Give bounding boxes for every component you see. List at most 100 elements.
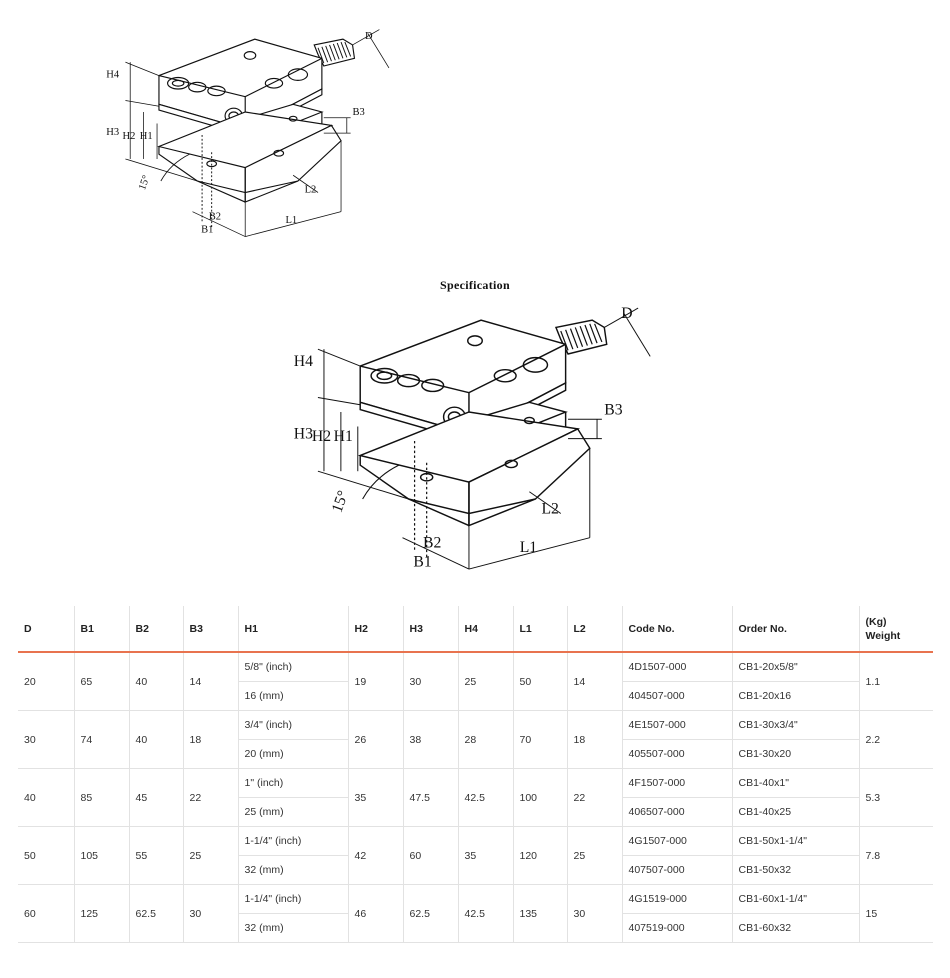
cell-h2: 26: [348, 710, 404, 769]
dim-label-b3: B3: [604, 401, 622, 418]
cell-b2: 40: [129, 652, 184, 711]
cell-h2: 46: [348, 884, 404, 943]
header-h2: H2: [348, 606, 404, 653]
header-l1: L1: [513, 606, 568, 653]
cell-d: 40: [18, 768, 75, 827]
cell-code-inch: 4G1519-000: [622, 884, 733, 914]
cell-h2: 42: [348, 826, 404, 885]
dim-label-l1: L1: [520, 539, 537, 556]
specification-table: D B1 B2 B3 H1 H2 H3 H4 L1 L2 Code No. Or…: [18, 606, 933, 943]
cell-code-mm: 404507-000: [622, 681, 733, 711]
cell-l1: 50: [513, 652, 568, 711]
cell-d: 20: [18, 652, 75, 711]
cell-h4: 25: [458, 652, 514, 711]
cell-h1-mm: 25 (mm): [238, 797, 349, 827]
dim-label-h1: H1: [334, 428, 353, 445]
cell-d: 50: [18, 826, 75, 885]
cell-h2: 35: [348, 768, 404, 827]
cell-h1-inch: 1" (inch): [238, 768, 349, 798]
dim-label-b1: B1: [413, 554, 431, 571]
table-row: 40 85 45 22 1" (inch) 35 47.5 42.5 100 2…: [18, 768, 933, 827]
cell-h3: 60: [403, 826, 459, 885]
cell-b1: 74: [74, 710, 130, 769]
cell-b3: 14: [183, 652, 239, 711]
table-header-row: D B1 B2 B3 H1 H2 H3 H4 L1 L2 Code No. Or…: [18, 606, 933, 653]
cell-l2: 25: [567, 826, 623, 885]
cell-code-inch: 4F1507-000: [622, 768, 733, 798]
header-weight-label: Weight: [865, 629, 901, 642]
cell-b1: 125: [74, 884, 130, 943]
cell-b1: 65: [74, 652, 130, 711]
cell-b3: 25: [183, 826, 239, 885]
header-b3: B3: [183, 606, 239, 653]
cell-b3: 30: [183, 884, 239, 943]
cell-h1-mm: 16 (mm): [238, 681, 349, 711]
cell-l2: 22: [567, 768, 623, 827]
dim-label-h3: H3: [294, 426, 313, 443]
dim-label-d: D: [621, 305, 632, 322]
dim-label-l2: L2: [541, 501, 558, 518]
cell-b1: 85: [74, 768, 130, 827]
table-row: 50 105 55 25 1-1/4" (inch) 42 60 35 120 …: [18, 826, 933, 885]
cell-code-mm: 407507-000: [622, 855, 733, 885]
cell-h1-mm: 32 (mm): [238, 913, 349, 943]
cell-l2: 30: [567, 884, 623, 943]
cell-h4: 35: [458, 826, 514, 885]
cell-h3: 62.5: [403, 884, 459, 943]
cell-order-inch: CB1-30x3/4": [732, 710, 860, 740]
cell-b3: 18: [183, 710, 239, 769]
cell-code-inch: 4G1507-000: [622, 826, 733, 856]
cell-weight: 5.3: [859, 768, 933, 827]
cell-order-mm: CB1-40x25: [732, 797, 860, 827]
cell-order-mm: CB1-60x32: [732, 913, 860, 943]
holder-drawing-small: H4 H3 H2 H1 D B3 B2 B1 L1 L2 15°: [106, 29, 390, 238]
cell-d: 30: [18, 710, 75, 769]
header-weight-unit: (Kg): [865, 615, 887, 628]
cell-h1-inch: 5/8" (inch): [238, 652, 349, 682]
cell-code-inch: 4D1507-000: [622, 652, 733, 682]
cell-h3: 38: [403, 710, 459, 769]
header-h4: H4: [458, 606, 514, 653]
dim-label-b2: B2: [423, 534, 441, 551]
specification-title: Specification: [440, 278, 510, 292]
table-row: 20 65 40 14 5/8" (inch) 19 30 25 50 14 4…: [18, 652, 933, 711]
cell-weight: 7.8: [859, 826, 933, 885]
header-d: D: [18, 606, 75, 653]
header-h3: H3: [403, 606, 459, 653]
dim-label-h3: H3: [106, 127, 119, 138]
cell-h1-mm: 32 (mm): [238, 855, 349, 885]
cell-order-mm: CB1-30x20: [732, 739, 860, 769]
header-order-no: Order No.: [732, 606, 860, 653]
cell-l2: 18: [567, 710, 623, 769]
dim-label-b1: B1: [201, 225, 213, 236]
dim-label-angle: 15°: [137, 174, 152, 192]
cell-l2: 14: [567, 652, 623, 711]
header-weight: (Kg) Weight: [859, 606, 933, 653]
cell-l1: 120: [513, 826, 568, 885]
cell-order-inch: CB1-20x5/8": [732, 652, 860, 682]
holder-drawing-large: H4 H3 H2 H1 D B3 B2 B1 L1 L2 15°: [294, 305, 651, 571]
header-b2: B2: [129, 606, 184, 653]
dim-label-b3: B3: [353, 107, 365, 118]
cell-b1: 105: [74, 826, 130, 885]
cell-weight: 1.1: [859, 652, 933, 711]
cell-h4: 42.5: [458, 884, 514, 943]
cell-h1-inch: 1-1/4" (inch): [238, 884, 349, 914]
dim-label-l2: L2: [305, 185, 317, 196]
header-code-no: Code No.: [622, 606, 733, 653]
dim-label-h1: H1: [140, 131, 153, 142]
cell-b2: 55: [129, 826, 184, 885]
dim-label-b2: B2: [209, 211, 221, 222]
cell-h1-inch: 1-1/4" (inch): [238, 826, 349, 856]
table-row: 30 74 40 18 3/4" (inch) 26 38 28 70 18 4…: [18, 710, 933, 769]
dim-label-l1: L1: [285, 215, 297, 226]
cell-code-mm: 407519-000: [622, 913, 733, 943]
header-h1: H1: [238, 606, 349, 653]
cell-b2: 45: [129, 768, 184, 827]
cell-code-mm: 405507-000: [622, 739, 733, 769]
cell-h1-mm: 20 (mm): [238, 739, 349, 769]
cell-h4: 42.5: [458, 768, 514, 827]
cell-order-mm: CB1-20x16: [732, 681, 860, 711]
cell-d: 60: [18, 884, 75, 943]
dim-label-h2: H2: [123, 131, 136, 142]
